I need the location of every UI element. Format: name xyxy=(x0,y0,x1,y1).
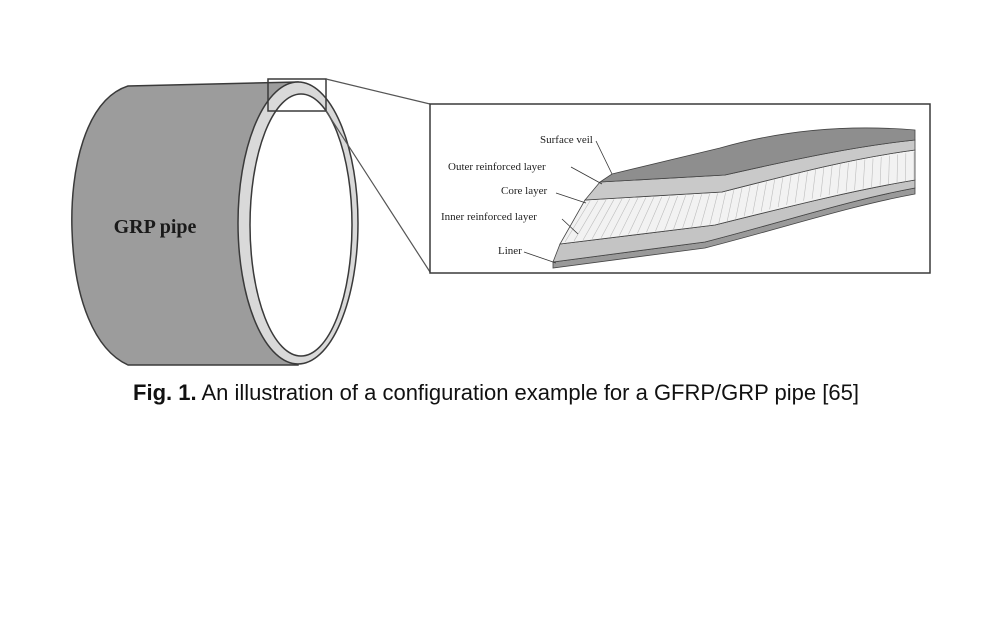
core-hatch-line xyxy=(600,198,623,238)
leader-inner-reinforced xyxy=(561,218,579,235)
core-hatch-line xyxy=(718,192,726,224)
laminate-layers xyxy=(552,127,916,269)
core-hatch-line xyxy=(691,194,702,228)
core-hatch-line xyxy=(879,156,882,186)
core-hatch-line xyxy=(896,154,898,183)
core-hatch-line xyxy=(871,158,874,187)
leader-liner xyxy=(523,251,557,264)
core-hatch-line xyxy=(664,195,679,231)
core-hatch-line xyxy=(743,185,751,217)
pipe-end-inner xyxy=(249,93,353,357)
leader-outer-reinforced xyxy=(570,166,603,185)
core-hatch-line xyxy=(803,171,808,201)
label-core: Core layer xyxy=(501,185,547,197)
core-hatch-line xyxy=(828,165,833,196)
core-hatch-line xyxy=(777,176,784,208)
caption-text: An illustration of a configuration examp… xyxy=(196,380,859,405)
core-hatch-line xyxy=(700,193,710,227)
layer-surface-veil xyxy=(598,127,916,183)
core-hatch-line xyxy=(786,174,792,205)
leader-surface-veil xyxy=(595,140,613,175)
core-hatch-line xyxy=(752,183,759,214)
core-hatch-line xyxy=(735,187,743,219)
core-hatch-line xyxy=(854,161,857,191)
pipe-label: GRP pipe xyxy=(114,216,197,238)
figure-number: Fig. 1. xyxy=(133,380,197,405)
core-layer-hatching xyxy=(564,152,915,243)
core-hatch-line xyxy=(646,196,663,233)
figure-caption: Fig. 1. An illustration of a configurati… xyxy=(0,380,992,406)
core-hatch-line xyxy=(591,199,615,239)
core-hatch-line xyxy=(837,164,841,194)
core-hatch-line xyxy=(820,167,825,197)
core-hatch-line xyxy=(845,162,849,192)
zoom-selection-box xyxy=(267,78,327,112)
zoom-connector-bottom xyxy=(325,110,431,273)
core-hatch-line xyxy=(655,196,671,232)
core-hatch-line xyxy=(573,200,599,242)
core-hatch-line xyxy=(769,179,776,210)
leader-core xyxy=(555,192,587,204)
core-hatch-line xyxy=(682,194,694,229)
pipe-body xyxy=(71,81,299,366)
core-hatch-line xyxy=(609,198,631,237)
zoom-connector-top xyxy=(325,78,431,105)
core-hatch-line xyxy=(673,195,686,230)
core-hatch-line xyxy=(726,190,735,222)
core-hatch-line xyxy=(564,200,591,243)
label-inner-reinforced: Inner reinforced layer xyxy=(441,211,537,223)
core-hatch-line xyxy=(709,193,718,225)
core-hatch-line xyxy=(628,197,647,235)
label-surface-veil: Surface veil xyxy=(540,134,593,146)
label-liner: Liner xyxy=(498,245,522,257)
layer-labels: Surface veil Outer reinforced layer Core… xyxy=(441,134,613,264)
label-outer-reinforced: Outer reinforced layer xyxy=(448,161,546,173)
core-hatch-line xyxy=(760,181,767,212)
core-hatch-line xyxy=(862,159,866,189)
core-hatch-line xyxy=(637,197,655,234)
core-hatch-line xyxy=(888,155,890,185)
core-hatch-line xyxy=(619,198,639,236)
core-hatch-line xyxy=(582,199,607,241)
core-hatch-line xyxy=(794,172,800,203)
core-hatch-line xyxy=(811,169,817,199)
